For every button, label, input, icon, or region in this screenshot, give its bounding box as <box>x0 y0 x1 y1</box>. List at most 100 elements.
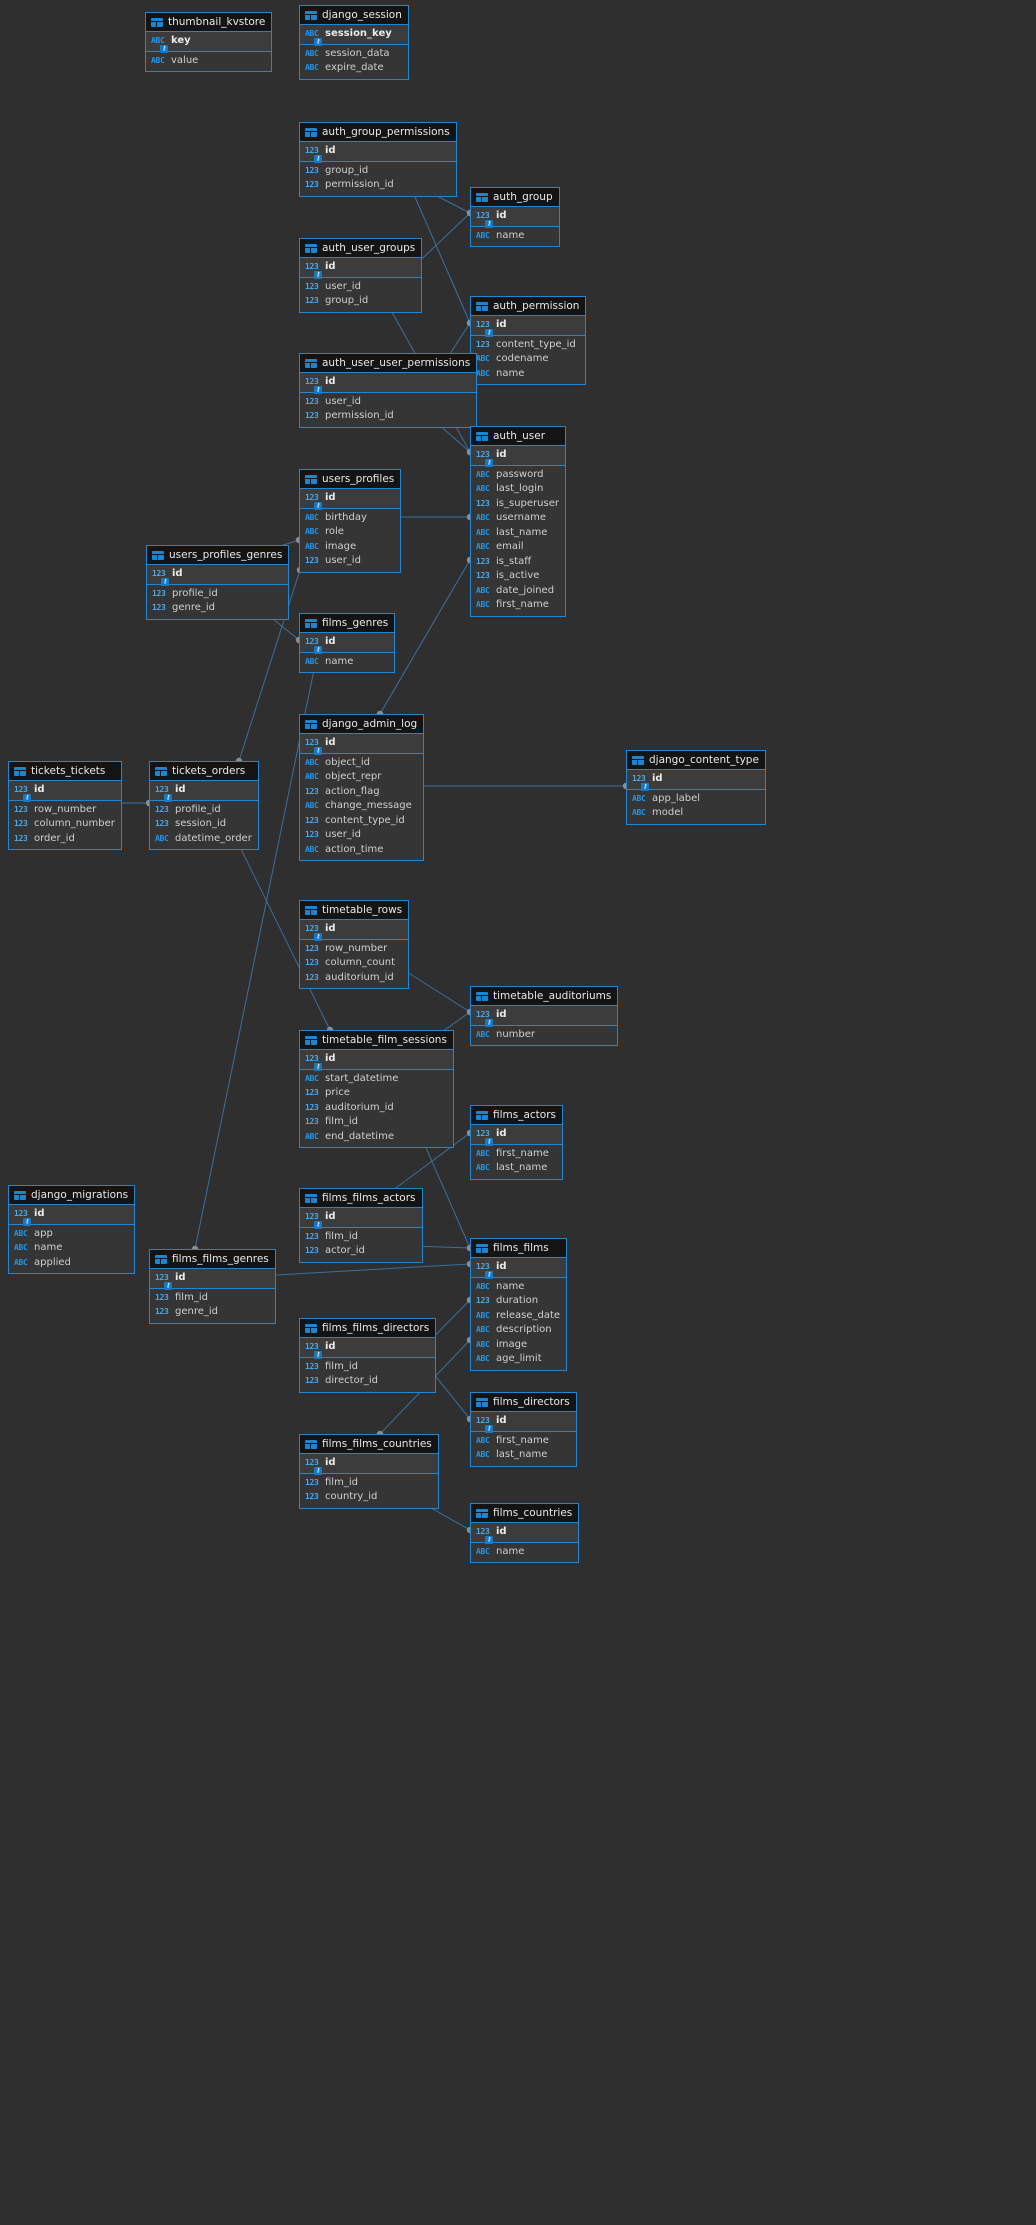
column-row-pk[interactable]: 123⚷id <box>632 772 759 791</box>
column-row-pk[interactable]: 123⚷id <box>14 1207 128 1226</box>
column-row-pk[interactable]: 123⚷id <box>476 209 553 228</box>
table-header[interactable]: timetable_rows <box>300 901 409 920</box>
column-row-pk[interactable]: 123⚷id <box>305 375 470 394</box>
column-row-pk[interactable]: 123⚷id <box>476 318 579 337</box>
column-row-pk[interactable]: 123⚷id <box>305 1456 432 1475</box>
table-header[interactable]: django_migrations <box>9 1186 135 1205</box>
column-row-pk[interactable]: 123⚷id <box>305 1052 447 1071</box>
table-header[interactable]: django_admin_log <box>300 715 424 734</box>
table-header[interactable]: timetable_film_sessions <box>300 1031 453 1050</box>
table-header[interactable]: films_films_countries <box>300 1435 438 1454</box>
table-header[interactable]: django_content_type <box>627 751 765 770</box>
column-row-pk[interactable]: ABC⚷key <box>151 34 265 53</box>
table-header[interactable]: tickets_tickets <box>9 762 121 781</box>
table-header[interactable]: django_session <box>300 6 408 25</box>
table-header[interactable]: auth_user_groups <box>300 239 422 258</box>
column-row-pk[interactable]: 123⚷id <box>305 491 394 510</box>
column-row-pk[interactable]: 123⚷id <box>476 1414 570 1433</box>
column-row-pk[interactable]: 123⚷id <box>14 783 115 802</box>
table-header[interactable]: films_films <box>471 1239 567 1258</box>
column-row-pk[interactable]: 123⚷id <box>305 1210 416 1229</box>
table-header[interactable]: auth_group <box>471 188 559 207</box>
table-header[interactable]: users_profiles_genres <box>147 546 289 565</box>
column-row-pk[interactable]: 123⚷id <box>476 448 559 467</box>
table-header[interactable]: tickets_orders <box>150 762 258 781</box>
table-header[interactable]: films_genres <box>300 614 395 633</box>
column-row-pk[interactable]: 123⚷id <box>476 1260 560 1279</box>
column-row-pk[interactable]: 123⚷id <box>476 1525 572 1544</box>
column-row-pk[interactable]: 123⚷id <box>305 260 415 279</box>
table-header[interactable]: films_countries <box>471 1504 579 1523</box>
table-header[interactable]: auth_group_permissions <box>300 123 456 142</box>
